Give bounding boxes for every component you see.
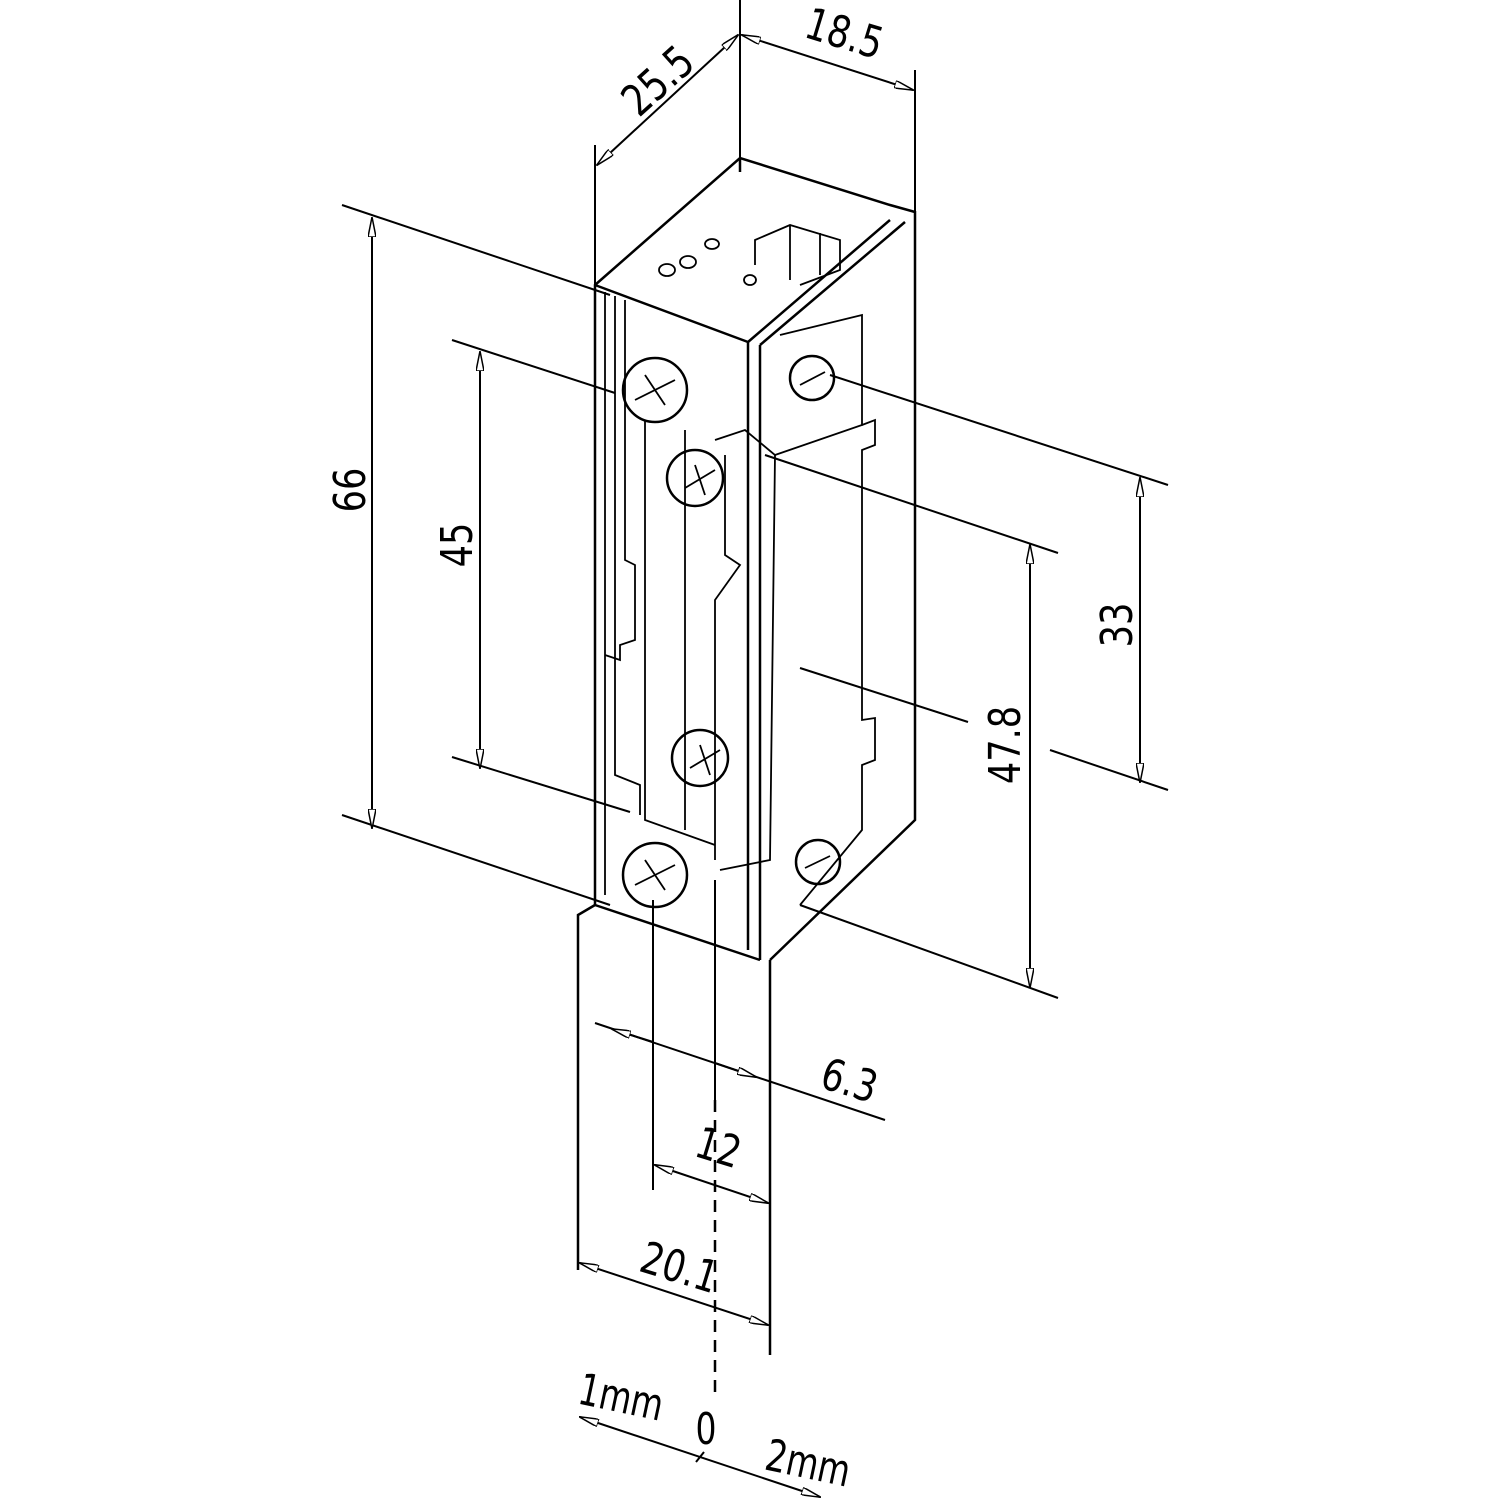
dim-label-33: 33 bbox=[1092, 603, 1143, 648]
dim-label-depth: 25.5 bbox=[612, 36, 704, 126]
screw-icon bbox=[670, 728, 730, 788]
screw-icon bbox=[794, 838, 842, 886]
strike-body bbox=[576, 156, 917, 1355]
dim-label-overall-height: 66 bbox=[325, 468, 376, 513]
screw-icon bbox=[788, 354, 836, 402]
screw-icon bbox=[621, 356, 689, 424]
dim-label-20-1: 20.1 bbox=[634, 1233, 724, 1304]
scale-bar bbox=[580, 1417, 820, 1497]
screw-icon bbox=[621, 841, 689, 909]
screw-icon bbox=[665, 448, 725, 508]
top-holes bbox=[658, 238, 757, 286]
dim-label-screw-spacing: 45 bbox=[432, 523, 483, 568]
scale-label-right: 2mm bbox=[761, 1430, 855, 1498]
scale-label-zero: 0 bbox=[696, 1404, 717, 1455]
screws bbox=[621, 354, 842, 909]
dimension-lines bbox=[341, 0, 1169, 1395]
dim-label-47-8: 47.8 bbox=[980, 706, 1031, 784]
dim-label-6-3: 6.3 bbox=[815, 1049, 883, 1114]
dim-label-width: 18.5 bbox=[799, 0, 889, 70]
scale-label-left: 1mm bbox=[574, 1364, 668, 1432]
dim-label-12: 12 bbox=[689, 1117, 747, 1179]
